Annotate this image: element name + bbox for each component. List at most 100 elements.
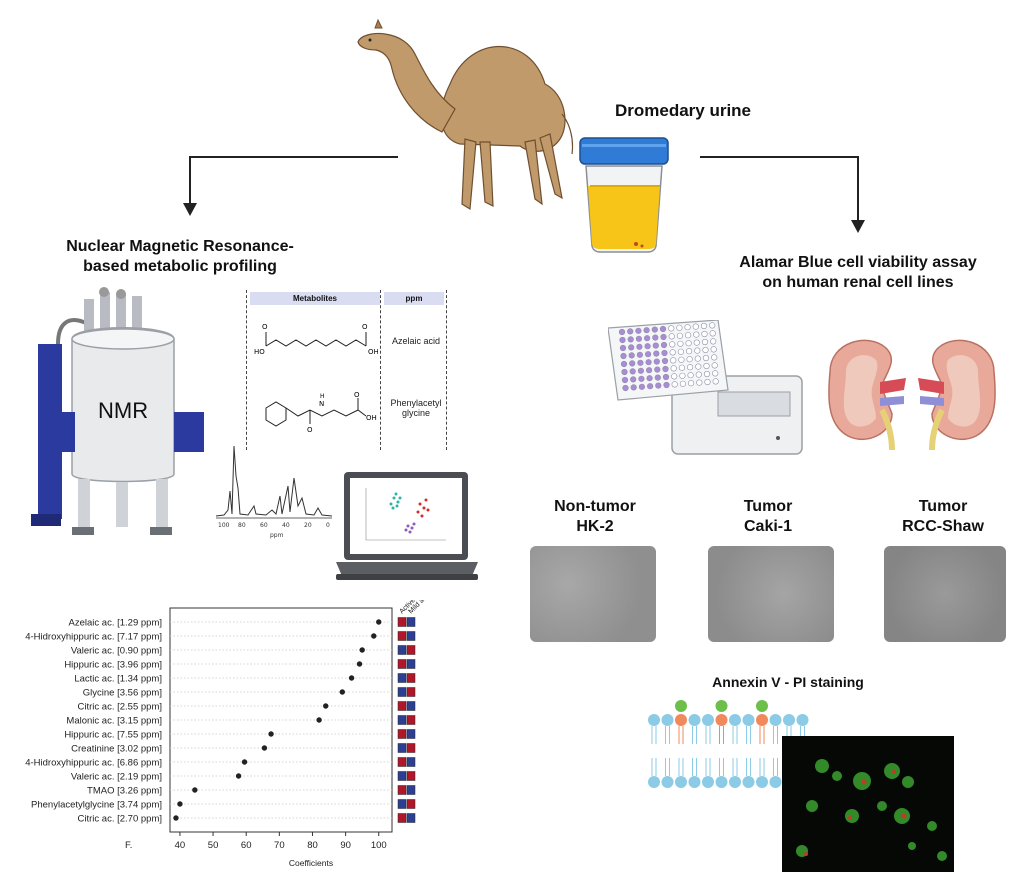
status-cell	[397, 785, 407, 795]
metabolite-table: Metabolites ppm HO O O OH Azelaic acid N…	[246, 290, 448, 456]
plate-well	[644, 351, 652, 358]
spectrum-tick: 100	[218, 522, 230, 529]
status-cell	[397, 687, 407, 697]
plate-well	[643, 335, 651, 342]
data-point	[323, 703, 329, 709]
plate-well	[646, 383, 654, 390]
lipid-head	[688, 776, 701, 788]
plate-well	[701, 330, 708, 338]
status-cell	[406, 631, 416, 641]
status-cell	[406, 715, 416, 725]
lipid-head	[702, 776, 714, 788]
lipid-head	[715, 776, 728, 788]
lipid-head	[742, 776, 755, 788]
status-cell	[397, 701, 407, 711]
spectrum-axis-label: ppm	[270, 532, 284, 539]
plate-well	[679, 372, 686, 379]
lipid-head	[796, 714, 809, 726]
category-label: 4-Hidroxyhippuric ac. [7.17 ppm]	[25, 632, 162, 643]
status-cell	[397, 757, 407, 767]
status-cell	[397, 673, 407, 683]
plate-well	[644, 343, 651, 350]
table-divider	[380, 290, 381, 450]
x-tick-label: 70	[274, 840, 285, 851]
lipid-head	[729, 714, 741, 726]
plate-well	[652, 342, 659, 349]
lipid-head	[756, 714, 768, 726]
plate-well	[653, 358, 660, 365]
cell-micrograph-rccshaw	[884, 546, 1006, 642]
plate-well	[668, 325, 675, 332]
lipid-head	[688, 714, 701, 726]
assay-section-title: Alamar Blue cell viability assay on huma…	[739, 254, 977, 291]
nmr-spectrum: 100 80 60 40 20 0 ppm	[215, 445, 333, 539]
plate-well	[704, 378, 711, 386]
svg-text:N: N	[319, 400, 324, 408]
source-title: Dromedary urine	[614, 101, 752, 120]
lipid-head	[742, 714, 755, 726]
data-point	[177, 801, 183, 807]
plate-well	[627, 336, 634, 343]
status-cell	[397, 645, 407, 655]
x-tick-label: 40	[175, 840, 186, 851]
plate-well	[684, 324, 691, 331]
plate-well	[685, 340, 692, 347]
plate-well	[636, 343, 643, 350]
plate-well	[676, 324, 683, 331]
plate-well	[629, 360, 636, 367]
status-cell	[406, 743, 416, 753]
lipid-head	[756, 776, 768, 788]
lipid-head	[769, 776, 782, 788]
plate-well	[677, 340, 684, 347]
status-cell	[406, 799, 416, 809]
plate-well	[635, 335, 643, 342]
spectrum-tick: 60	[260, 522, 268, 529]
status-cell	[397, 715, 407, 725]
annexin-icon	[715, 700, 728, 712]
cell-line-type: Tumor	[743, 498, 793, 515]
spectrum-tick: 80	[238, 522, 246, 529]
svg-text:O: O	[307, 426, 313, 434]
plate-well	[652, 334, 659, 341]
x-tick-label: 90	[340, 840, 351, 851]
plate-well	[646, 375, 653, 382]
plate-well	[661, 357, 669, 365]
plate-well	[687, 380, 695, 387]
plate-well	[630, 384, 637, 391]
plate-well	[694, 355, 701, 362]
lipid-head	[729, 776, 741, 788]
data-point	[371, 633, 377, 639]
plate-well	[702, 354, 710, 362]
cell-line-type: Tumor	[918, 498, 968, 515]
data-point	[359, 647, 365, 653]
category-label: Valeric ac. [2.19 ppm]	[71, 772, 162, 783]
plot-frame	[169, 607, 393, 833]
category-label: Azelaic ac. [1.29 ppm]	[69, 618, 162, 629]
data-point	[241, 759, 248, 765]
data-point	[173, 815, 179, 821]
plate-well	[628, 344, 635, 351]
plate-well	[669, 349, 676, 356]
plate-well	[638, 383, 646, 390]
nmr-spectrometer-icon	[31, 287, 204, 535]
plate-well	[628, 352, 635, 359]
cell-micrograph-caki1	[708, 546, 834, 642]
plate-well	[678, 356, 685, 363]
plate-well	[620, 360, 628, 368]
svg-text:O: O	[354, 391, 360, 399]
plate-well	[710, 346, 717, 353]
x-tick-label: 60	[241, 840, 252, 851]
lipid-head	[675, 714, 687, 726]
plate-well	[711, 354, 718, 361]
x-axis-label: Coefficients	[289, 858, 333, 868]
plate-well	[696, 379, 703, 386]
plate-well	[712, 370, 719, 377]
plate-well	[701, 338, 709, 346]
cell-micrograph-hk2	[530, 546, 656, 642]
category-label: Malonic ac. [3.15 ppm]	[66, 716, 162, 727]
plate-well	[627, 328, 634, 335]
status-cell	[406, 659, 416, 669]
plate-well	[670, 365, 677, 372]
status-cell	[406, 701, 416, 711]
svg-text:O: O	[362, 323, 368, 331]
